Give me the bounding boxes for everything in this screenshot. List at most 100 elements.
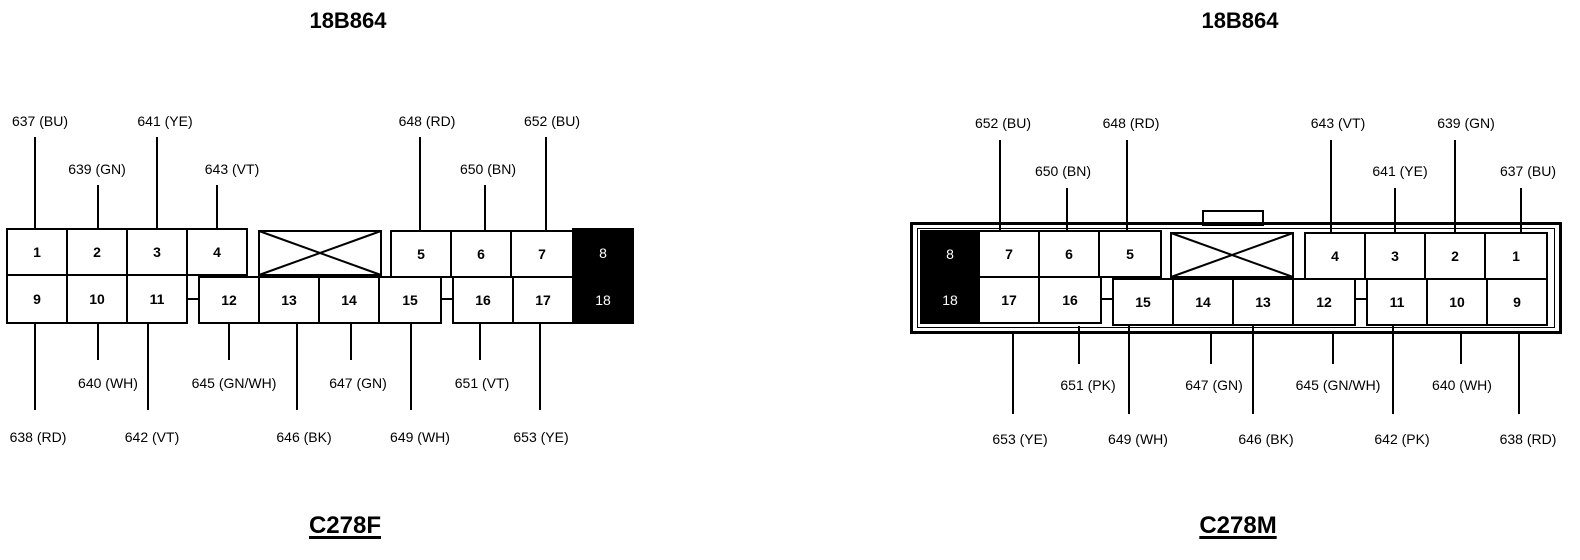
wire-645m [1332,334,1334,364]
wire-647m [1210,334,1212,364]
cavity-18: 18 [572,276,634,324]
label-648m: 648 (RD) [1102,115,1160,131]
wire-640 [97,324,99,360]
label-650m: 650 (BN) [1034,163,1092,179]
cavity-8: 8 [572,228,634,278]
housing-inner-frame [917,228,1555,328]
cavity-17m: 17 [978,276,1040,324]
wire-643 [216,185,218,228]
bridge-15-16 [440,298,452,300]
label-637: 637 (BU) [11,113,69,129]
label-638: 638 (RD) [9,429,67,445]
label-653: 653 (YE) [513,429,569,445]
cavity-1: 1 [6,228,68,276]
wire-642m [1392,326,1394,414]
cavity-13: 13 [258,276,320,324]
cavity-9m: 9 [1486,278,1548,326]
cavity-6: 6 [450,230,512,278]
wire-640m [1460,334,1462,364]
wire-646m [1252,326,1254,414]
wire-653m [1012,334,1014,414]
cavity-3m: 3 [1364,232,1426,280]
cavity-12m: 12 [1292,278,1356,326]
wire-645 [228,324,230,360]
label-653m: 653 (YE) [992,431,1048,447]
label-652m: 652 (BU) [974,115,1032,131]
label-638m: 638 (RD) [1499,431,1557,447]
female-connector-name: C278F [308,512,382,539]
wire-637 [34,137,36,228]
label-651m: 651 (PK) [1060,377,1116,393]
cavity-16m: 16 [1038,276,1102,324]
cavity-18m: 18 [920,276,980,324]
cavity-11m: 11 [1366,278,1428,326]
label-640m: 640 (WH) [1432,377,1492,393]
label-642m: 642 (PK) [1374,431,1430,447]
cavity-8m: 8 [920,230,980,278]
cavity-7: 7 [510,230,574,278]
label-643: 643 (VT) [204,161,260,177]
bridge-11-12 [186,298,198,300]
cavity-3: 3 [126,228,188,276]
wire-651m [1078,326,1080,364]
female-part-number: 18B864 [309,8,387,33]
cavity-10: 10 [66,274,128,324]
label-646: 646 (BK) [276,429,332,445]
wire-637m [1520,188,1522,232]
label-641: 641 (YE) [137,113,193,129]
label-641m: 641 (YE) [1372,163,1428,179]
cavity-9: 9 [6,274,68,324]
wire-647 [350,324,352,360]
wire-652 [545,137,547,230]
cavity-14: 14 [318,276,380,324]
cavity-11: 11 [126,274,188,324]
wire-653 [539,324,541,410]
label-647: 647 (GN) [329,375,387,391]
cavity-7m: 7 [978,230,1040,278]
cavity-15m: 15 [1112,278,1174,326]
wire-650m [1066,188,1068,230]
label-649m: 649 (WH) [1108,431,1168,447]
label-646m: 646 (BK) [1238,431,1294,447]
cavity-13m: 13 [1232,278,1294,326]
label-643m: 643 (VT) [1310,115,1366,131]
housing-frame [910,222,1562,334]
cavity-16: 16 [452,276,514,324]
cavity-12: 12 [198,276,260,324]
cavity-15: 15 [378,276,442,324]
label-637m: 637 (BU) [1499,163,1557,179]
male-part-number: 18B864 [1201,8,1279,33]
cavity-5m: 5 [1098,230,1162,278]
label-639m: 639 (GN) [1437,115,1495,131]
cavity-10m: 10 [1426,278,1488,326]
label-639: 639 (GN) [68,161,126,177]
wire-651 [479,324,481,360]
male-connector-name: C278M [1199,512,1277,539]
cavity-1m: 1 [1484,232,1548,280]
label-651: 651 (VT) [454,375,510,391]
wire-643m [1330,140,1332,232]
label-652: 652 (BU) [523,113,581,129]
wire-639m [1454,140,1456,232]
cavity-4: 4 [186,228,248,276]
bridge-16-15-male [1100,298,1112,300]
wire-638m [1518,334,1520,414]
wire-649 [410,324,412,410]
wire-650 [484,185,486,230]
label-642: 642 (VT) [124,429,180,445]
label-649: 649 (WH) [390,429,450,445]
cavity-4m: 4 [1304,232,1366,280]
wire-649m [1128,326,1130,414]
wire-641m [1394,188,1396,232]
label-645: 645 (GN/WH) [191,375,277,391]
label-647m: 647 (GN) [1185,377,1243,393]
bridge-12-11-male [1354,298,1366,300]
label-648: 648 (RD) [398,113,456,129]
cavity-5: 5 [390,230,452,278]
cavity-6m: 6 [1038,230,1100,278]
wire-639 [97,185,99,228]
wire-652m [999,140,1001,230]
cavity-2m: 2 [1424,232,1486,280]
key-blank-x [258,230,382,276]
wire-648m [1126,140,1128,230]
